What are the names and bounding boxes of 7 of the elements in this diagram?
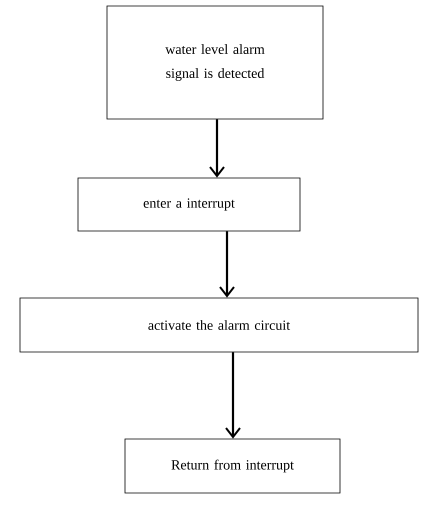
process-box: activate the alarm circuit [20,298,418,352]
process-box: water level alarm signal is detected [106,6,324,120]
arrow [219,231,235,298]
process-box: Return from interrupt [124,438,340,494]
arrow [225,352,241,439]
arrow [209,119,225,178]
process-box: enter a interrupt [78,178,300,232]
